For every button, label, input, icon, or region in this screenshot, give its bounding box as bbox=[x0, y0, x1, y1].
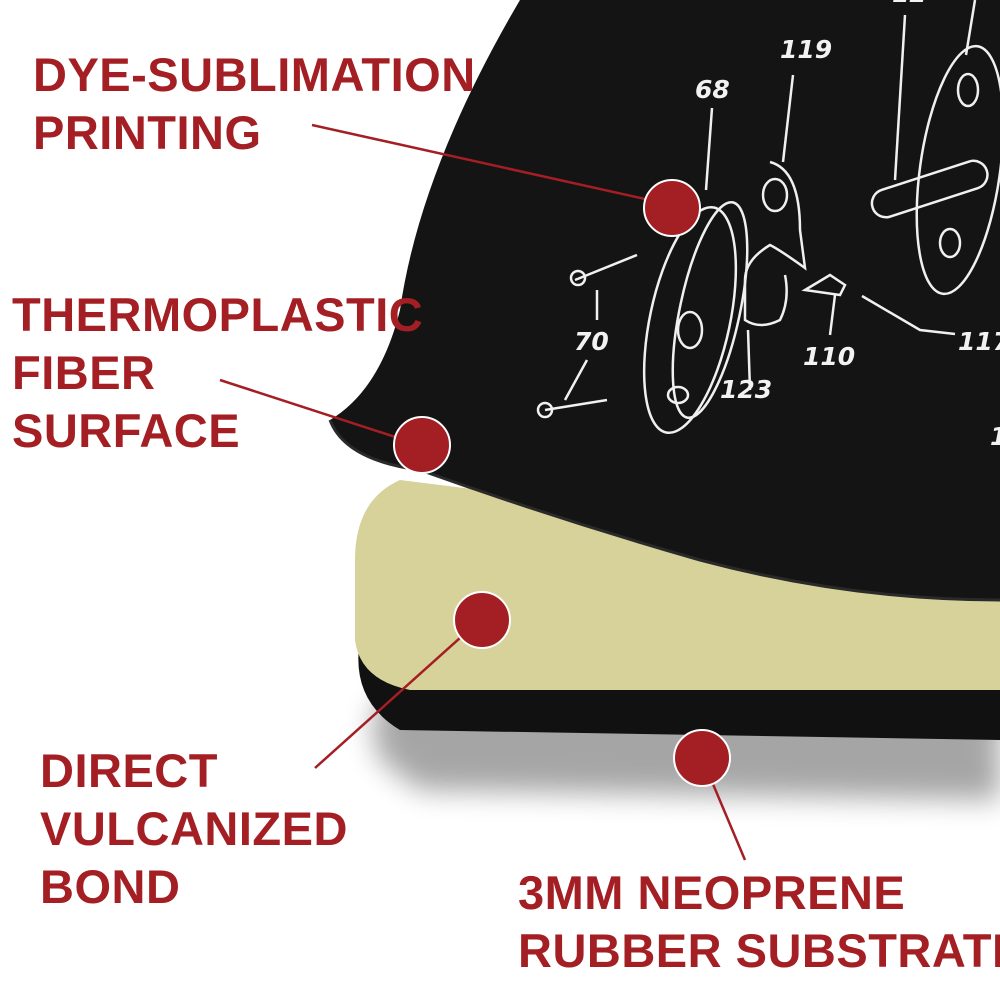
part-number: 117 bbox=[958, 327, 1000, 356]
part-number: 110 bbox=[803, 342, 855, 371]
label-line: DYE-SUBLIMATION bbox=[33, 48, 476, 101]
part-number: 119 bbox=[780, 35, 832, 64]
callout-dot-fiber bbox=[393, 416, 451, 474]
diagram-number-labels: 12 119 68 70 123 110 117 1 bbox=[574, 0, 1000, 451]
part-number: 68 bbox=[695, 75, 730, 104]
label-line: VULCANIZED bbox=[40, 802, 348, 855]
callout-neoprene-substrate: 3MM NEOPRENE RUBBER SUBSTRATE bbox=[518, 864, 1000, 980]
part-number: 70 bbox=[574, 327, 609, 356]
callout-thermoplastic-fiber: THERMOPLASTIC FIBER SURFACE bbox=[12, 286, 423, 460]
part-number: 123 bbox=[720, 375, 772, 404]
callout-dye-sublimation: DYE-SUBLIMATION PRINTING bbox=[33, 46, 476, 162]
label-line: RUBBER SUBSTRATE bbox=[518, 924, 1000, 977]
label-line: BOND bbox=[40, 860, 181, 913]
label-line: DIRECT bbox=[40, 744, 218, 797]
callout-dot-rubber bbox=[673, 729, 731, 787]
part-number: 1 bbox=[990, 422, 1000, 451]
label-line: 3MM NEOPRENE bbox=[518, 866, 906, 919]
callout-dot-bond bbox=[453, 591, 511, 649]
exploded-parts-drawing bbox=[536, 0, 1000, 435]
callout-dot-dye bbox=[643, 179, 701, 237]
callout-vulcanized-bond: DIRECT VULCANIZED BOND bbox=[40, 742, 348, 916]
part-number: 12 bbox=[892, 0, 927, 8]
printed-top-layer bbox=[330, 0, 1000, 600]
label-line: SURFACE bbox=[12, 404, 241, 457]
label-line: FIBER bbox=[12, 346, 156, 399]
tan-fabric-layer bbox=[355, 480, 1000, 690]
label-line: PRINTING bbox=[33, 106, 262, 159]
label-line: THERMOPLASTIC bbox=[12, 288, 424, 341]
